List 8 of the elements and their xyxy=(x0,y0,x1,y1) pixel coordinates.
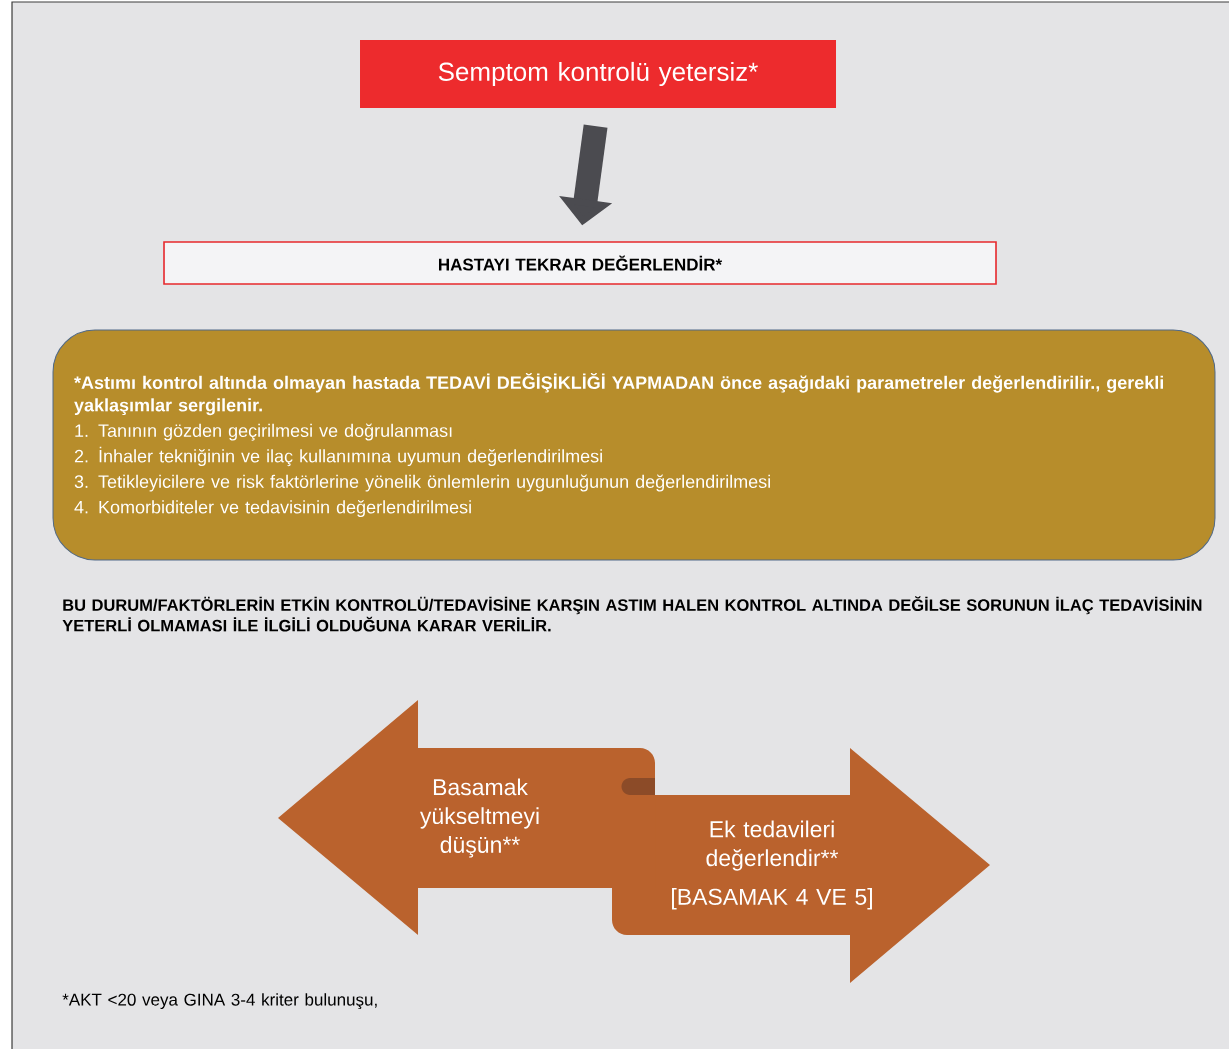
node-label: Ek tedavileri değerlendir** xyxy=(706,820,839,871)
statement-text: BU DURUM/FAKTÖRLERİN ETKİN KONTROLÜ/TEDAVİSİNE KARŞIN ASTIM HALEN KONTROL ALTINDA DEĞİLSE SORUNUN İLAÇ TEDAVİSİNİN YETERLİ OLMAMASI İLE İLGİLİ OLDUĞUNA KARAR VERİLİR. xyxy=(62,596,1202,632)
node-label: Basamak yükseltmeyi düşün** xyxy=(420,778,539,858)
rounded-panel: *Astımı kontrol altında olmayan hastada TEDAVİ DEĞİŞİKLİĞİ YAPMADAN önce aşağıdaki parametreler değerlendirilir., gerekli yaklaşımlar sergilenir. 1. Tanının gözden geçirilmesi ve doğrulanması 2. İnhaler tekniğinin ve ilaç kullanımına uyumun değerlendirilmesi 3. Tetikleyicilere ve risk faktörlerine yönelik önlemlerin uygunluğunun değerlendirilmesi 4. Komorbiditeler ve tedavisinin değerlendirilmesi xyxy=(52,329,1216,561)
node-label: [BASAMAK 4 VE 5] xyxy=(672,888,872,910)
process-box: HASTAYI TEKRAR DEĞERLENDİR* xyxy=(163,241,997,285)
footnote: *AKT <20 veya GINA 3-4 kriter bulunuşu, xyxy=(62,993,377,1010)
title-box: Semptom kontrolü yetersiz* xyxy=(360,40,836,108)
